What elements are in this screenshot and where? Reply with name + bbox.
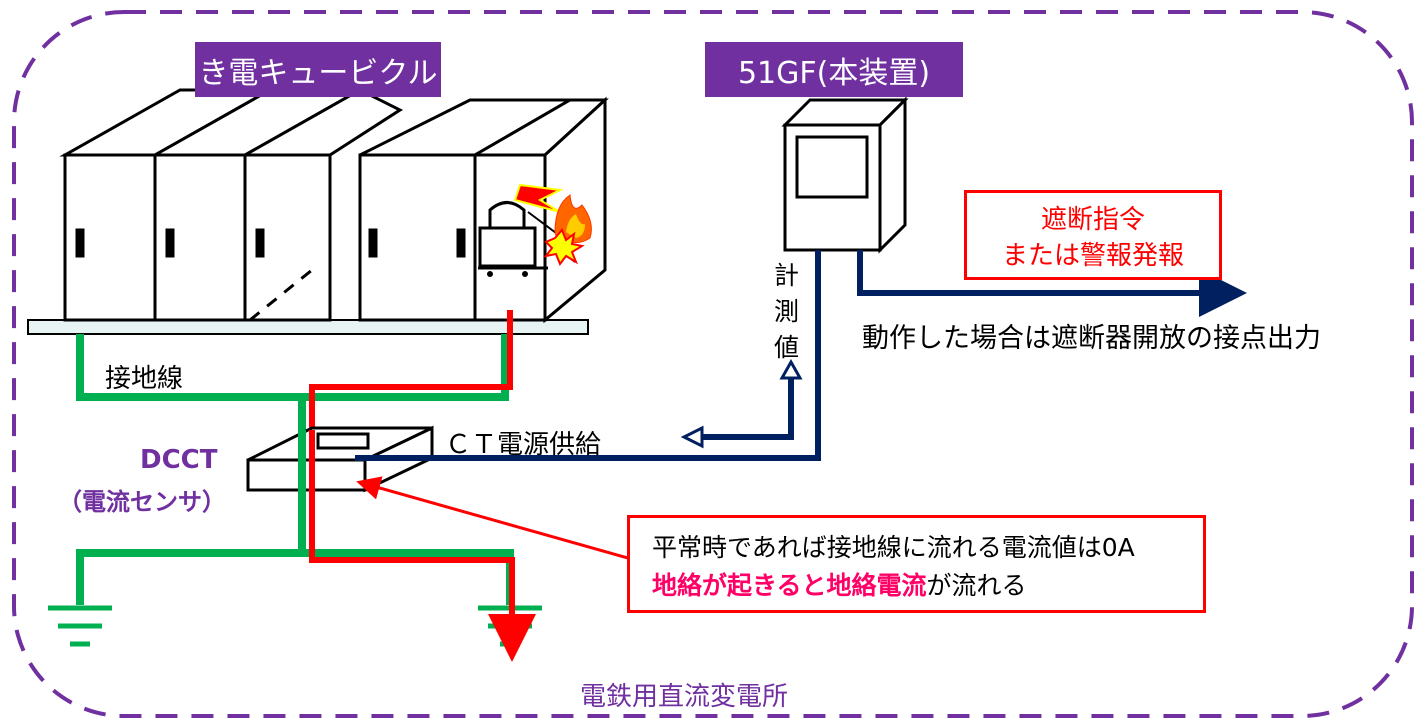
breaker-fault-icon (478, 183, 592, 277)
ground-symbol-left (48, 605, 112, 647)
note-rest-text: が流れる (926, 571, 1027, 600)
substation-boundary (12, 10, 1414, 718)
ct-power-arrow (680, 358, 803, 449)
substation-label: 電鉄用直流変電所 (580, 682, 789, 712)
measured-value-char-2: 測 (774, 297, 800, 326)
measured-value-char-3: 値 (774, 333, 800, 362)
contact-output-label: 動作した場合は遮断器開放の接点出力 (862, 323, 1321, 354)
note-box: 平常時であれば接地線に流れる電流値は0A 地絡が起きると地絡電流が流れる (627, 515, 1206, 613)
note-emphasis-text: 地絡が起きると地絡電流 (652, 571, 927, 600)
note-line-2: 地絡が起きると地絡電流が流れる (652, 566, 1027, 602)
cubicle-title-label: き電キュービクル (195, 42, 441, 97)
ground-wire-label: 接地線 (105, 364, 184, 394)
device-title-label: 51GF(本装置) (705, 42, 963, 97)
cubicle-left-group (59, 88, 404, 322)
measured-value-char-1: 計 (774, 261, 800, 290)
relay-51gf-device (781, 96, 909, 254)
note-line-1: 平常時であれば接地線に流れる電流値は0A (652, 533, 1135, 562)
note-pointer-arrow (356, 476, 643, 564)
dcct-label: DCCT (140, 445, 218, 475)
ct-power-label: ＣＴ電源供給 (445, 430, 602, 460)
cubicle-gap-dashes (249, 268, 313, 322)
cubicle-base-plate (27, 319, 589, 335)
trip-command-line2: または警報発報 (1001, 241, 1184, 271)
signal-lines (355, 250, 1247, 461)
dcct-sub-label: （電流センサ） (58, 488, 226, 516)
trip-command-line1: 遮断指令 (1040, 205, 1145, 235)
trip-command-box: 遮断指令 または警報発報 (964, 190, 1222, 280)
